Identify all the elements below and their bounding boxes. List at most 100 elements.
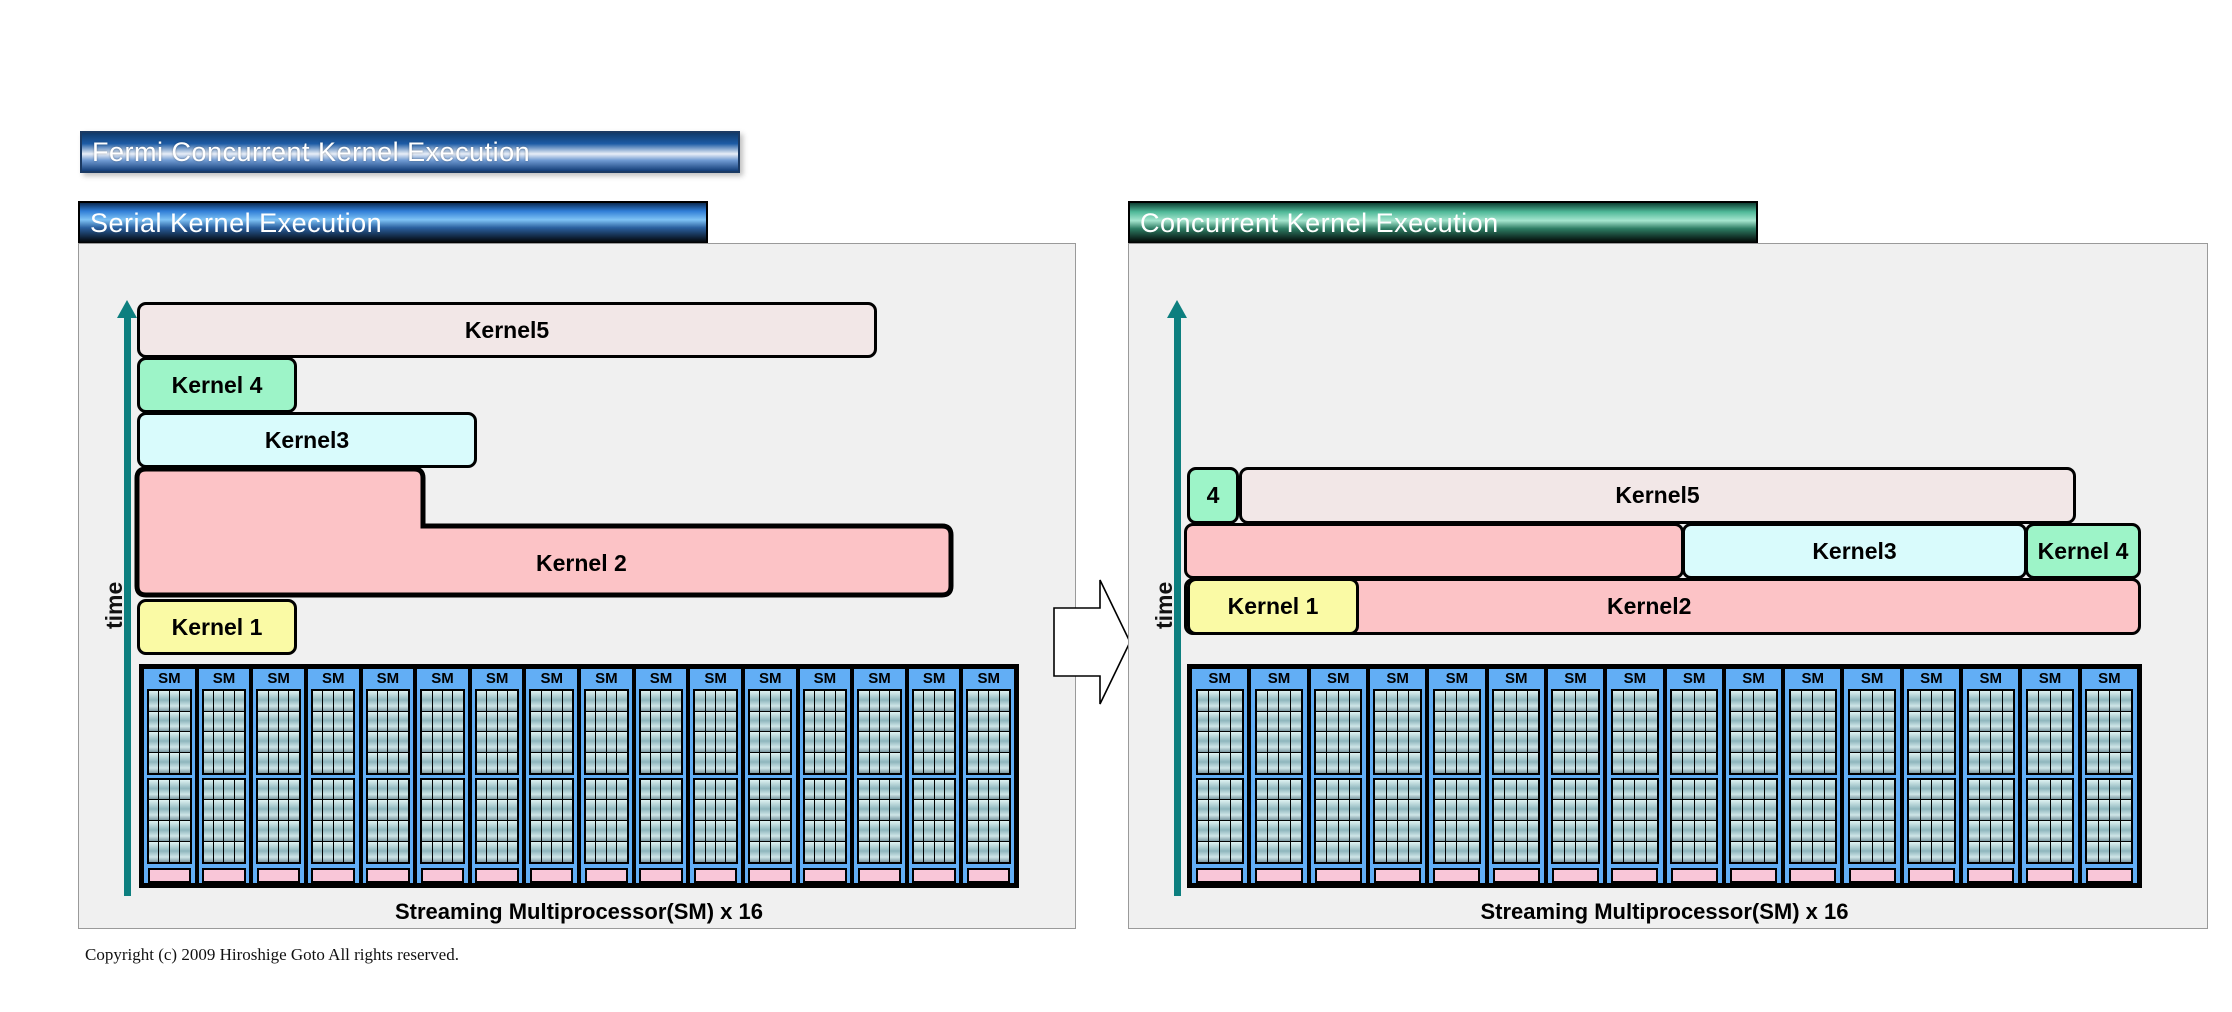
sm-core-cell — [1290, 779, 1302, 800]
sm-core-cell — [1909, 691, 1920, 711]
sm-core-cell — [814, 841, 825, 862]
sm-core-cell — [1564, 779, 1576, 800]
sm-core-cell — [367, 821, 377, 841]
sm-core-cell — [890, 691, 900, 711]
sm-core-cell — [671, 711, 682, 732]
sm-core-cell — [934, 691, 944, 711]
sm-core-cell — [234, 691, 245, 711]
sm-core-cell — [541, 800, 552, 821]
sm-core-cell — [1872, 779, 1883, 800]
sm-core-cell — [606, 841, 617, 862]
sm-core-grid — [1314, 777, 1363, 864]
sm-core-cell — [924, 753, 934, 773]
sm-core-cell — [640, 821, 651, 841]
sm-shared-memory-bar — [1729, 867, 1778, 883]
sm-core-cell — [552, 691, 562, 711]
sm-core-cell — [1564, 800, 1576, 821]
sm-core-cell — [1457, 821, 1468, 841]
sm-core-grid — [1551, 689, 1600, 775]
sm-core-cell — [1398, 841, 1409, 862]
sm-core-cell — [442, 711, 453, 732]
sm-core-cell — [476, 732, 487, 753]
sm-core-cell — [1612, 821, 1624, 841]
sm-core-cell — [1375, 691, 1386, 711]
sm-core-cell — [1327, 841, 1338, 862]
flow-arrow-icon — [1052, 578, 1132, 706]
sm-core-cell — [344, 711, 354, 732]
sm-core-cell — [781, 732, 791, 753]
sm-core-cell — [770, 821, 781, 841]
sm-core-cell — [586, 841, 596, 862]
sm-core-cell — [705, 732, 716, 753]
sm-core-cell — [268, 779, 279, 800]
sm-core-cell — [1350, 711, 1361, 732]
sm-core-cell — [1849, 800, 1861, 821]
sm-core-cell — [1991, 779, 2002, 800]
sm-core-cell — [1694, 691, 1705, 711]
sm-core-cell — [159, 821, 169, 841]
sm-shared-memory-bar — [311, 867, 355, 883]
sm-core-grid — [1195, 689, 1244, 775]
sm-core-cell — [1909, 841, 1920, 862]
sm-core-cell — [1468, 841, 1480, 862]
sm-core-cell — [1505, 732, 1516, 753]
sm-core-cell — [442, 841, 453, 862]
concurrent-kernel1-bar: Kernel 1 — [1187, 578, 1359, 635]
sm-core-cell — [497, 800, 507, 821]
concurrent-sm-caption: Streaming Multiprocessor(SM) x 16 — [1480, 899, 1849, 924]
sm-core-cell — [1409, 691, 1420, 711]
sm-core-cell — [1943, 711, 1954, 732]
sm-core-cell — [1861, 821, 1872, 841]
sm-unit-label: SM — [977, 670, 1000, 687]
sm-unit-label: SM — [267, 670, 290, 687]
sm-shared-memory-bar — [1611, 867, 1659, 883]
sm-unit: SM — [797, 667, 853, 885]
sm-core-cell — [1624, 711, 1635, 732]
sm-core-cell — [869, 800, 879, 821]
concurrent-panel-title-banner: Concurrent Kernel Execution — [1128, 201, 1758, 245]
sm-core-cell — [1861, 779, 1872, 800]
sm-unit-label: SM — [1623, 670, 1647, 687]
sm-core-cell — [1991, 691, 2002, 711]
sm-core-grid — [1966, 777, 2015, 864]
sm-core-cell — [268, 732, 279, 753]
serial-kernel-execution-panel: time Kernel5 Kernel 4 Kernel3 Kernel 2 K… — [78, 243, 1076, 929]
sm-core-cell — [333, 691, 344, 711]
sm-core-cell — [968, 841, 978, 862]
sm-core-cell — [749, 821, 760, 841]
sm-core-cell — [1350, 841, 1361, 862]
sm-core-cell — [1386, 753, 1398, 773]
sm-core-cell — [586, 753, 596, 773]
sm-core-cell — [869, 691, 879, 711]
sm-core-cell — [1505, 711, 1516, 732]
sm-core-cell — [804, 800, 814, 821]
sm-core-cell — [859, 711, 869, 732]
sm-core-cell — [531, 691, 541, 711]
sm-core-cell — [2027, 732, 2039, 753]
sm-core-cell — [978, 691, 989, 711]
sm-core-cell — [596, 800, 606, 821]
serial-sm-caption: Streaming Multiprocessor(SM) x 16 — [395, 899, 763, 924]
sm-core-cell — [1849, 711, 1861, 732]
sm-core-cell — [1920, 800, 1931, 821]
sm-core-cell — [159, 711, 169, 732]
sm-core-cell — [258, 691, 268, 711]
sm-core-cell — [1883, 732, 1895, 753]
sm-unit: SM — [579, 667, 634, 885]
sm-core-cell — [944, 779, 955, 800]
sm-core-grid — [1373, 689, 1422, 775]
sm-core-cell — [1576, 691, 1587, 711]
sm-core-cell — [825, 800, 835, 821]
sm-core-cell — [1576, 732, 1587, 753]
sm-core-grid — [747, 689, 793, 775]
sm-core-cell — [562, 711, 572, 732]
sm-core-cell — [1327, 753, 1338, 773]
sm-core-cell — [913, 841, 924, 862]
sm-core-cell — [1457, 841, 1468, 862]
sm-shared-memory-bar — [1967, 867, 2015, 883]
sm-core-cell — [2109, 732, 2121, 753]
sm-core-grid — [474, 689, 520, 775]
sm-core-cell — [312, 753, 323, 773]
sm-core-cell — [224, 732, 234, 753]
sm-core-cell — [497, 841, 507, 862]
